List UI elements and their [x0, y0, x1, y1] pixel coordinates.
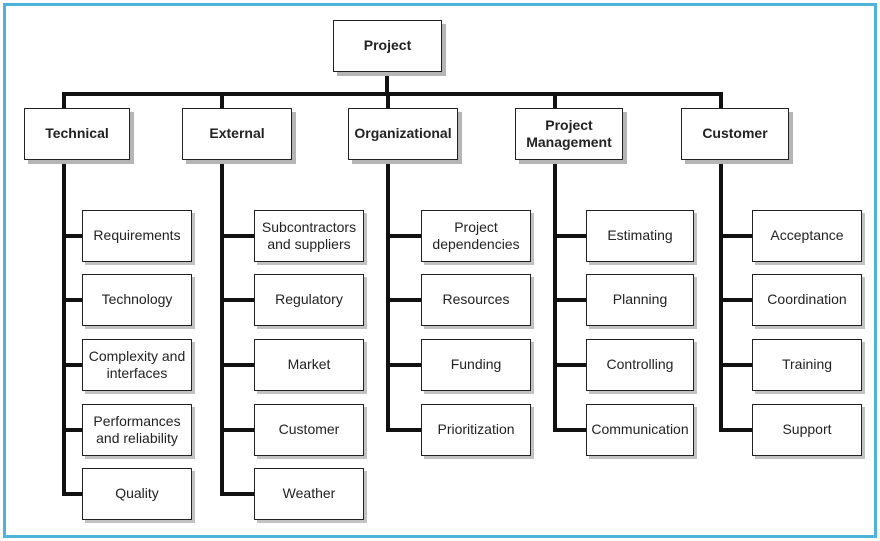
item-node: Weather	[254, 468, 364, 520]
item-node: Customer	[254, 404, 364, 456]
item-node: Funding	[421, 339, 531, 391]
category-node: Organizational	[348, 108, 458, 160]
category-node: Customer	[681, 108, 789, 160]
item-node: Market	[254, 339, 364, 391]
item-node: Controlling	[586, 339, 694, 391]
item-node: Communication	[586, 404, 694, 456]
item-node: Complexity and interfaces	[82, 339, 192, 391]
item-node: Planning	[586, 274, 694, 326]
root-node-project: Project	[333, 20, 442, 72]
item-node: Project dependencies	[421, 210, 531, 262]
category-node: Technical	[24, 108, 130, 160]
item-node: Regulatory	[254, 274, 364, 326]
item-node: Estimating	[586, 210, 694, 262]
item-node: Quality	[82, 468, 192, 520]
item-node: Requirements	[82, 210, 192, 262]
item-node: Support	[752, 404, 862, 456]
category-node: External	[182, 108, 292, 160]
item-node: Subcontractors and suppliers	[254, 210, 364, 262]
item-node: Training	[752, 339, 862, 391]
item-node: Technology	[82, 274, 192, 326]
item-node: Performances and reliability	[82, 404, 192, 456]
item-node: Resources	[421, 274, 531, 326]
category-node: Project Management	[515, 108, 623, 160]
item-node: Coordination	[752, 274, 862, 326]
item-node: Acceptance	[752, 210, 862, 262]
item-node: Prioritization	[421, 404, 531, 456]
